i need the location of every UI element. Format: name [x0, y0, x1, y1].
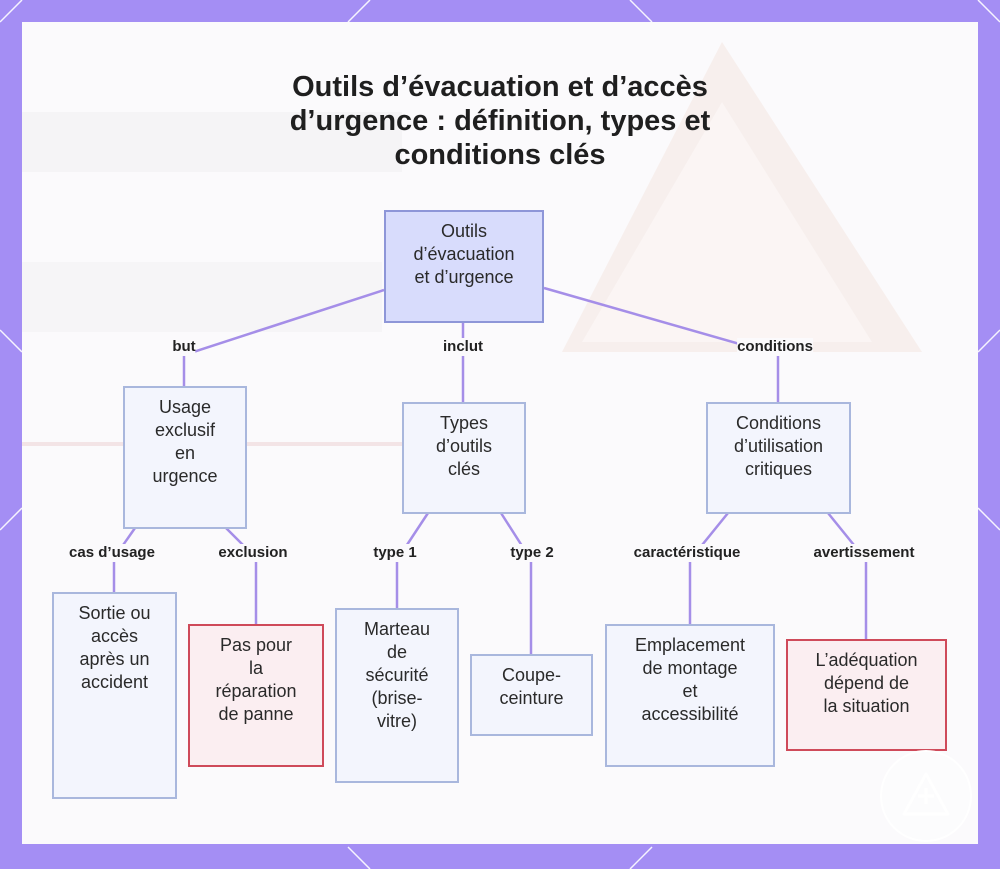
edge-label-avertissement: avertissement — [813, 544, 915, 562]
node-marteau-line: vitre) — [376, 711, 417, 731]
node-usage-line: urgence — [152, 466, 218, 486]
node-types-line: clés — [447, 459, 480, 479]
edge-label-but: but — [172, 338, 196, 356]
node-types-line: Types — [439, 413, 489, 433]
node-types: Types d’outils clés — [402, 402, 526, 514]
node-sortie: Sortie ou accès après un accident — [52, 592, 177, 799]
diagram-title: Outils d’évacuation et d’accès d’urgence… — [250, 70, 750, 172]
node-adequation-line: la situation — [823, 696, 910, 716]
node-adequation-line: L’adéquation — [815, 650, 918, 670]
warning-badge — [880, 750, 972, 842]
node-root-line: Outils — [440, 221, 487, 241]
node-sortie-line: accident — [80, 672, 149, 692]
node-usage-line: exclusif — [154, 420, 216, 440]
node-conditions-line: critiques — [744, 459, 813, 479]
node-marteau: Marteau de sécurité (brise- vitre) — [335, 608, 459, 783]
edge-label-exclusion: exclusion — [218, 544, 288, 562]
edge-label-cas-usage: cas d’usage — [69, 544, 155, 562]
node-sortie-line: accès — [90, 626, 138, 646]
node-types-line: d’outils — [435, 436, 493, 456]
edge-label-type1: type 1 — [373, 544, 417, 562]
node-panne-line: de panne — [218, 704, 294, 724]
node-marteau-line: de — [386, 642, 407, 662]
node-coupe-line: Coupe- — [501, 665, 562, 685]
title-line: d’urgence : définition, types et — [289, 105, 711, 137]
edge-exclusion — [225, 527, 258, 624]
edge-avertissement — [827, 512, 868, 639]
node-marteau-line: Marteau — [363, 619, 431, 639]
node-emplacement: Emplacement de montage et accessibilité — [605, 624, 775, 767]
edge-label-conditions: conditions — [737, 338, 813, 356]
title-line: Outils d’évacuation et d’accès — [292, 71, 708, 103]
node-sortie-line: après un — [79, 649, 150, 669]
node-adequation: L’adéquation dépend de la situation — [786, 639, 947, 751]
node-conditions-line: d’utilisation — [733, 436, 824, 456]
node-conditions-line: Conditions — [735, 413, 822, 433]
node-panne-line: Pas pour — [219, 635, 293, 655]
edge-label-type2: type 2 — [510, 544, 554, 562]
node-root: Outils d’évacuation et d’urgence — [384, 210, 544, 323]
node-marteau-line: sécurité — [365, 665, 429, 685]
edge-label-inclut: inclut — [443, 338, 483, 356]
node-root-line: et d’urgence — [414, 267, 514, 287]
node-usage: Usage exclusif en urgence — [123, 386, 247, 529]
node-emplacement-line: accessibilité — [641, 704, 739, 724]
node-adequation-line: dépend de — [823, 673, 910, 693]
diagram-card: Outils d’évacuation et d’accès d’urgence… — [22, 22, 978, 844]
node-sortie-line: Sortie ou — [78, 603, 151, 623]
warning-triangle-icon — [902, 772, 950, 816]
node-emplacement-line: Emplacement — [634, 635, 746, 655]
edge-caracteristique — [688, 512, 729, 624]
node-root-line: d’évacuation — [413, 244, 515, 264]
node-coupe: Coupe- ceinture — [470, 654, 593, 736]
node-marteau-line: (brise- — [371, 688, 423, 708]
node-panne: Pas pour la réparation de panne — [188, 624, 324, 767]
edge-type2 — [499, 512, 533, 654]
node-panne-line: réparation — [215, 681, 297, 701]
background-watermark — [22, 42, 922, 446]
edge-label-caracteristique: caractéristique — [633, 544, 741, 562]
node-emplacement-line: et — [682, 681, 698, 701]
node-panne-line: la — [248, 658, 263, 678]
node-coupe-line: ceinture — [499, 688, 564, 708]
edge-but — [182, 288, 385, 386]
node-usage-line: Usage — [158, 397, 212, 417]
node-conditions: Conditions d’utilisation critiques — [706, 402, 851, 514]
node-emplacement-line: de montage — [642, 658, 738, 678]
title-line: conditions clés — [394, 139, 606, 171]
node-usage-line: en — [174, 443, 196, 463]
